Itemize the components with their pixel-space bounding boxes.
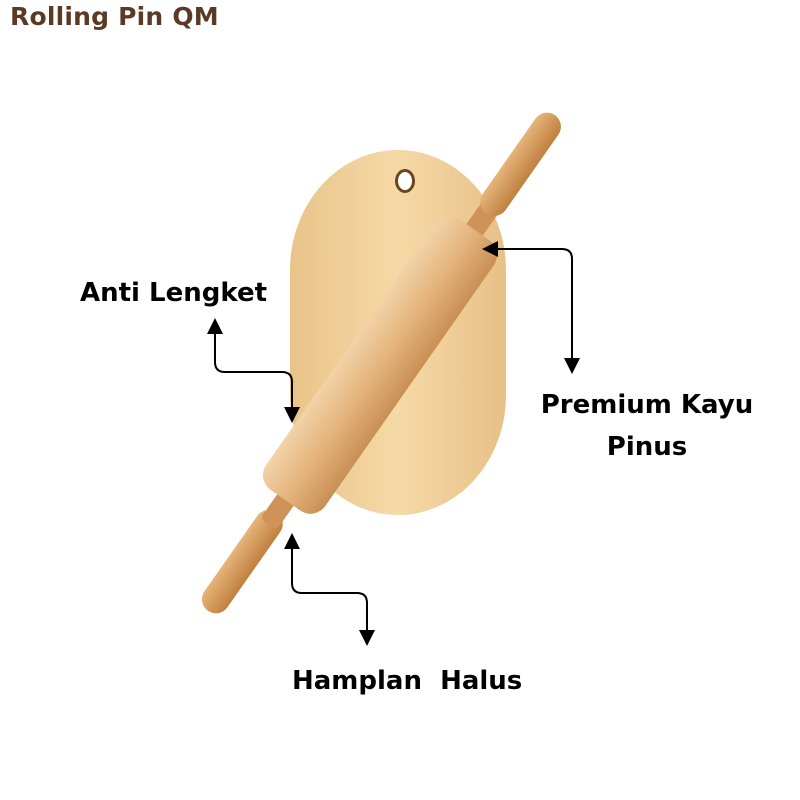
label-premium-kayu-pinus: Premium Kayu Pinus (527, 384, 767, 468)
arrow-hamplan (284, 533, 375, 646)
rolling-pin (201, 112, 561, 614)
arrow-premium (482, 241, 580, 374)
page-title: Rolling Pin QM (10, 2, 219, 31)
label-anti-lengket: Anti Lengket (80, 278, 268, 308)
label-premium-line2: Pinus (606, 432, 688, 462)
label-hamplan-halus: Hamplan Halus (292, 666, 523, 696)
arrow-anti-lengket (207, 318, 300, 423)
label-premium-line1: Premium Kayu (540, 390, 754, 420)
